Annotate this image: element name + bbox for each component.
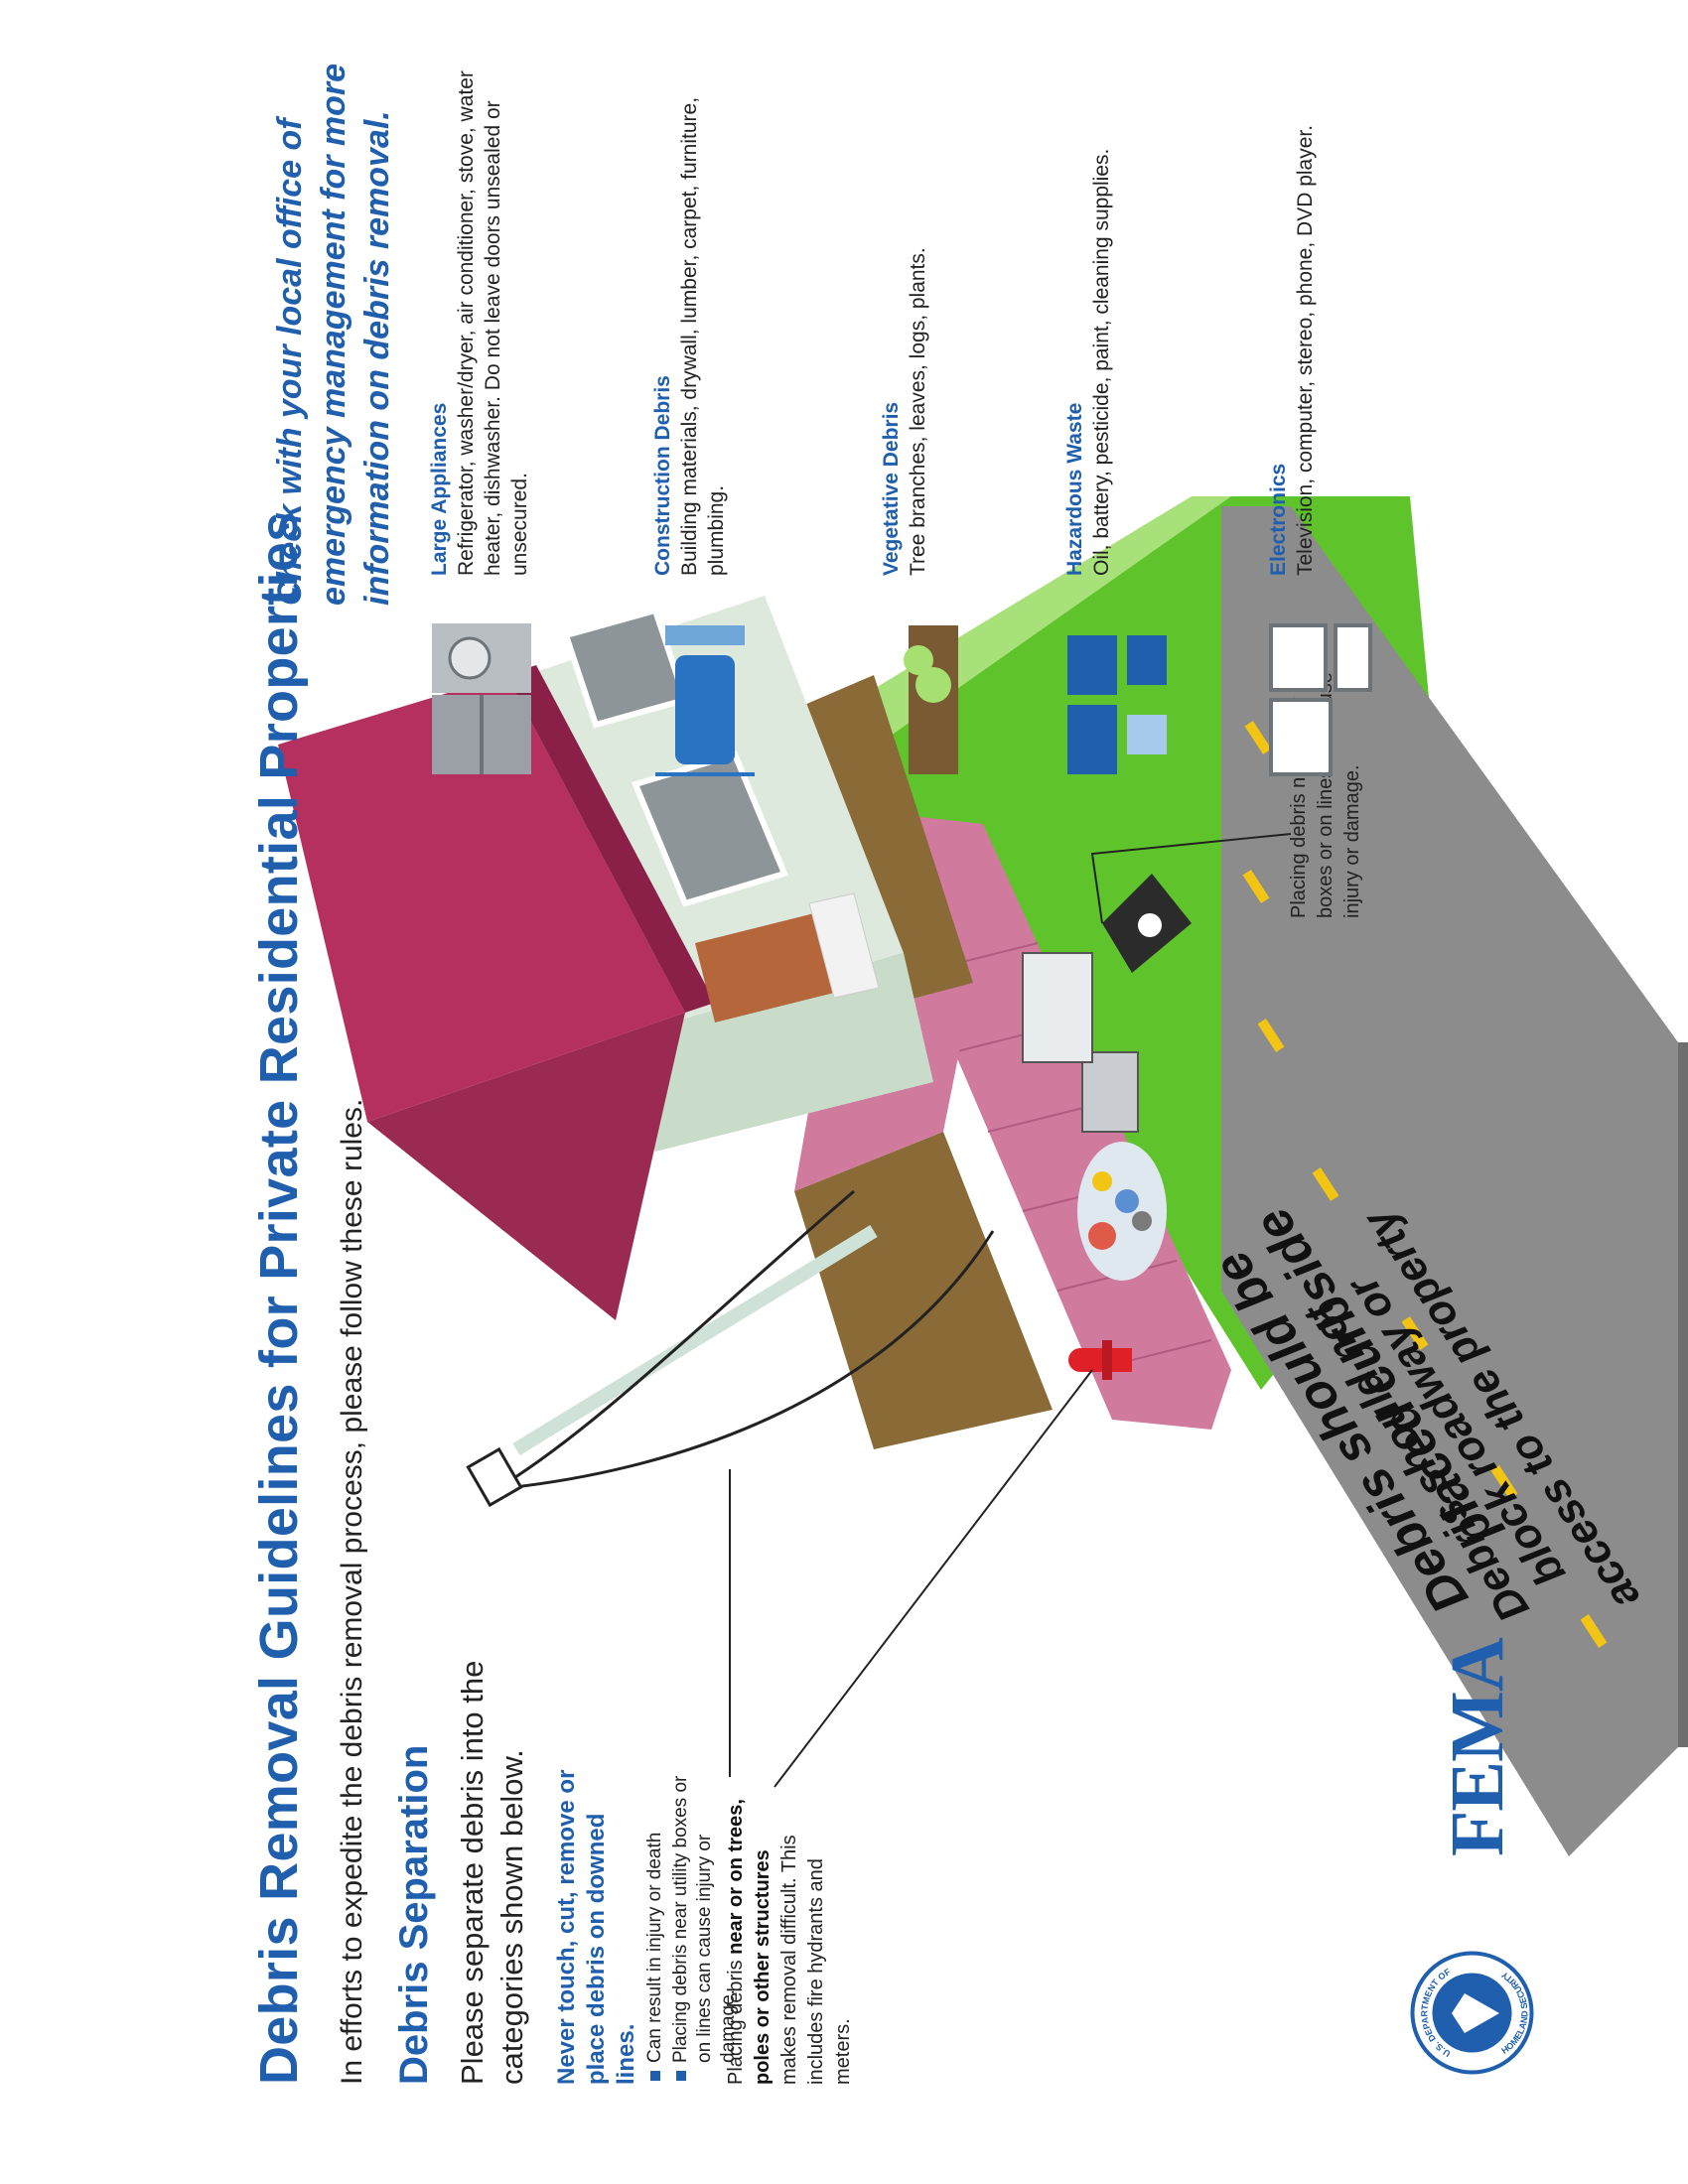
roof-trim [506,665,715,1013]
category-description: Oil, battery, pesticide, paint, cleaning… [1090,148,1113,576]
electronics-icon [1269,623,1372,776]
category-hazardous-waste: Hazardous Waste Oil, battery, pesticide,… [1062,60,1115,576]
category-name: Vegetative Debris [880,401,903,576]
page-title: Debris Removal Guidelines for Private Re… [249,511,309,2085]
house-roof-side [367,1013,685,1320]
intro-text: In efforts to expedite the debris remova… [336,1098,368,2085]
house-side-wall [606,953,933,1152]
utility-box [1102,874,1192,973]
warning-heading: Never touch, cut, remove or place debris… [553,1769,639,2085]
fema-logo: FEMA [1436,1638,1519,1856]
callout-line-hydrant [774,1369,1093,1788]
bullet-square-icon [650,2071,660,2081]
category-construction-debris: Construction Debris Building materials, … [650,60,730,576]
road [1221,506,1678,1856]
bullet-square-icon [676,2071,686,2081]
downed-line [495,1230,995,1491]
steps [808,892,880,999]
pole-transformer [466,1446,523,1508]
category-name: Hazardous Waste [1063,402,1086,576]
category-name: Construction Debris [651,375,674,576]
category-description: Television, computer, stereo, phone, DVD… [1294,124,1317,576]
house-roof [278,675,685,1122]
callout-line-utility [1090,833,1292,924]
separation-body: Please separate debris into the categori… [455,1660,529,2085]
downed-lines-warning: Never touch, cut, remove or place debris… [552,1767,741,2085]
category-description: Tree branches, leaves, logs, plants. [907,247,929,576]
fire-hydrant [1068,1340,1132,1380]
category-description: Refrigerator, washer/dryer, air conditio… [455,70,531,576]
category-name: Electronics [1267,463,1290,576]
furniture-icon [655,625,755,776]
road-center-line [1242,721,1608,1648]
category-large-appliances: Large Appliances Refrigerator, washer/dr… [427,60,533,576]
check-local-office-note: Check with your local office of emergenc… [271,63,396,606]
driveway [794,1132,1053,1449]
debris-pile [1022,952,1167,1281]
utility-pole [512,1225,878,1455]
window-2 [562,607,689,729]
chemicals-icon [1067,635,1167,774]
near-structures-note: Placing debris near or on trees, poles o… [725,1799,854,2085]
category-name: Large Appliances [428,402,451,576]
appliances-icon [432,623,531,774]
front-door [695,913,834,1023]
separation-heading: Debris Separation [392,1744,436,2085]
road-edge [1678,1042,1688,1747]
power-line [495,1189,855,1491]
log-branches-icon [904,625,958,774]
category-electronics: Electronics Television, computer, stereo… [1266,60,1319,576]
warning-bullet: Can result in injury or death [643,1767,667,2085]
category-vegetative-debris: Vegetative Debris Tree branches, leaves,… [879,60,931,576]
category-description: Building materials, drywall, lumber, car… [678,96,728,576]
dhs-seal-icon: U.S. DEPARTMENT OF HOMELAND SECURITY [1410,1951,1534,2075]
